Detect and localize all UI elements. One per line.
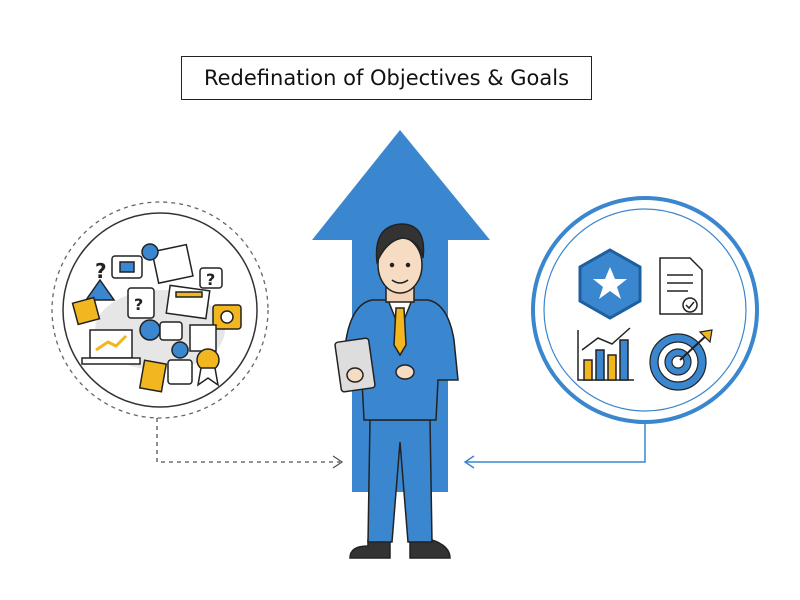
right-cluster-circle (531, 196, 759, 424)
right-connector (466, 422, 646, 463)
left-icons: ? ? ? (71, 243, 242, 393)
svg-text:?: ? (206, 270, 215, 289)
bar-chart-icon (577, 327, 634, 381)
question-icon: ? (95, 259, 107, 283)
document-icon (151, 243, 194, 285)
page-title: Redefination of Objectives & Goals (181, 56, 592, 100)
star-hexagon-icon (578, 248, 642, 320)
chart-icon (138, 359, 168, 393)
left-connector (156, 418, 340, 463)
target-icon (649, 329, 713, 391)
warning-icon (84, 278, 116, 301)
businessman-figure (334, 223, 459, 559)
checked-document-icon (659, 257, 703, 315)
location-pin-icon (141, 243, 159, 261)
svg-text:?: ? (134, 295, 143, 314)
